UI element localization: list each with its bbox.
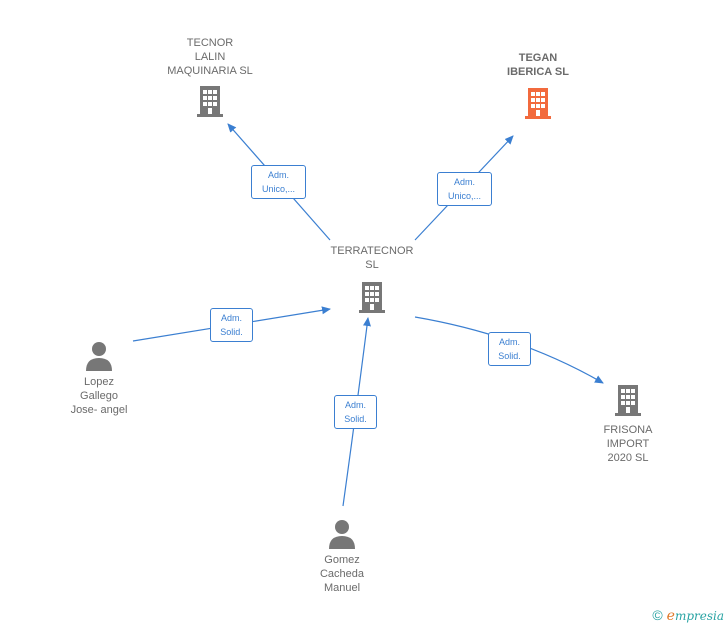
node-gomez-cacheda[interactable]: Gomez Cacheda Manuel	[287, 518, 397, 595]
edge-label-terratecnor-to-tegan[interactable]: Adm. Unico,...	[437, 172, 492, 206]
node-tegan-iberica[interactable]: TEGAN IBERICA SL	[478, 51, 598, 120]
building-icon	[615, 385, 641, 416]
node-tecnor-lalin[interactable]: TECNOR LALIN MAQUINARIA SL	[150, 36, 270, 118]
node-label: TECNOR LALIN MAQUINARIA SL	[167, 37, 253, 77]
node-label: Lopez Gallego Jose- angel	[70, 376, 128, 416]
edge-label-terratecnor-to-tecnor[interactable]: Adm. Unico,...	[251, 165, 306, 199]
node-label: TERRATECNOR SL	[330, 245, 414, 271]
node-label: Gomez Cacheda Manuel	[319, 554, 365, 594]
edge-label-terratecnor-to-frisona[interactable]: Adm. Solid.	[488, 332, 531, 366]
building-icon	[525, 88, 551, 119]
node-label: TEGAN IBERICA SL	[507, 52, 569, 78]
brand-watermark: ©empresia	[652, 607, 724, 624]
edge-label-lopez-to-terratecnor[interactable]: Adm. Solid.	[210, 308, 253, 342]
copyright-icon: ©	[652, 607, 663, 623]
brand-name: mpresia	[674, 609, 724, 623]
edge-label-gomez-to-terratecnor[interactable]: Adm. Solid.	[334, 395, 377, 429]
node-frisona-import[interactable]: FRISONA IMPORT 2020 SL	[568, 383, 688, 465]
node-terratecnor[interactable]: TERRATECNOR SL	[312, 244, 432, 314]
node-lopez-gallego[interactable]: Lopez Gallego Jose- angel	[44, 340, 154, 417]
building-icon	[359, 282, 385, 313]
person-icon	[86, 342, 112, 371]
node-label: FRISONA IMPORT 2020 SL	[603, 424, 653, 464]
brand-initial: e	[666, 608, 675, 624]
building-icon	[197, 86, 223, 117]
person-icon	[329, 520, 355, 549]
